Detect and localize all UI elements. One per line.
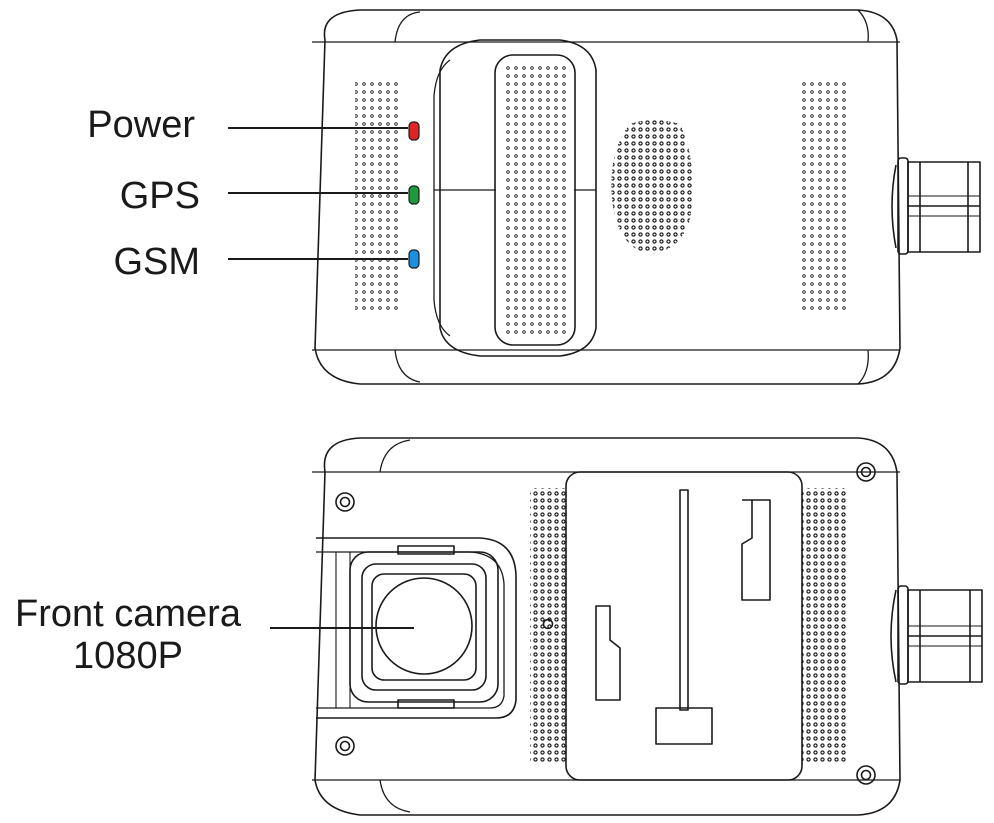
camera-housing (316, 537, 517, 719)
screw-top-right (856, 462, 876, 482)
camera-lens (375, 577, 473, 675)
top-left-vent (355, 80, 401, 310)
top-mount-grille (494, 54, 576, 346)
bottom-view-device (312, 437, 983, 816)
power-led (408, 121, 420, 141)
screw-bottom-left (335, 736, 355, 756)
screw-top-left (335, 492, 355, 512)
top-connector (891, 157, 981, 255)
top-body-outline (314, 9, 901, 385)
front-camera-resolution-label: 1080P (73, 635, 183, 677)
screw-bottom-right (856, 765, 876, 785)
gps-label: GPS (120, 175, 200, 217)
gps-led (408, 185, 420, 205)
speaker-grille (611, 120, 693, 254)
bottom-right-vent (802, 488, 848, 764)
top-right-vent (800, 80, 846, 310)
gsm-led (408, 249, 420, 269)
power-label: Power (87, 104, 195, 146)
bottom-left-vent (530, 488, 566, 764)
mount-plate (565, 471, 803, 781)
gsm-label: GSM (113, 241, 200, 283)
front-camera-label: Front camera (15, 593, 242, 635)
bottom-connector (890, 585, 983, 685)
top-mount-outline (439, 39, 597, 357)
top-view-device (312, 9, 981, 385)
